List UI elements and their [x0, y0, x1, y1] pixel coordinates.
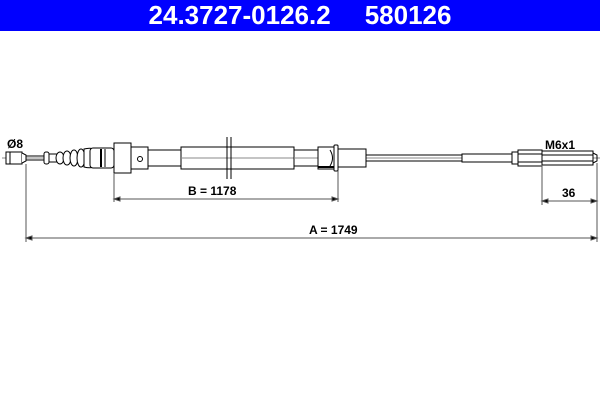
- diameter-label: Ø8: [7, 137, 23, 151]
- dimension-a-label: A = 1749: [309, 223, 358, 237]
- thread-label: M6x1: [545, 138, 575, 152]
- dimension-b-label: B = 1178: [188, 184, 237, 198]
- ferrule: [317, 144, 367, 172]
- rubber-boot: [43, 147, 115, 169]
- title-bar: 24.3727-0126.2 580126: [0, 0, 600, 31]
- threaded-end: [511, 149, 598, 167]
- part-number: 24.3727-0126.2: [148, 0, 331, 30]
- left-end-nipple: [5, 151, 44, 165]
- dimension-end-label: 36: [562, 186, 576, 200]
- adjuster-collar: [113, 142, 182, 174]
- outer-sleeve: [180, 137, 319, 179]
- dimension-lines: [24, 163, 599, 242]
- reference-number: 580126: [364, 0, 452, 30]
